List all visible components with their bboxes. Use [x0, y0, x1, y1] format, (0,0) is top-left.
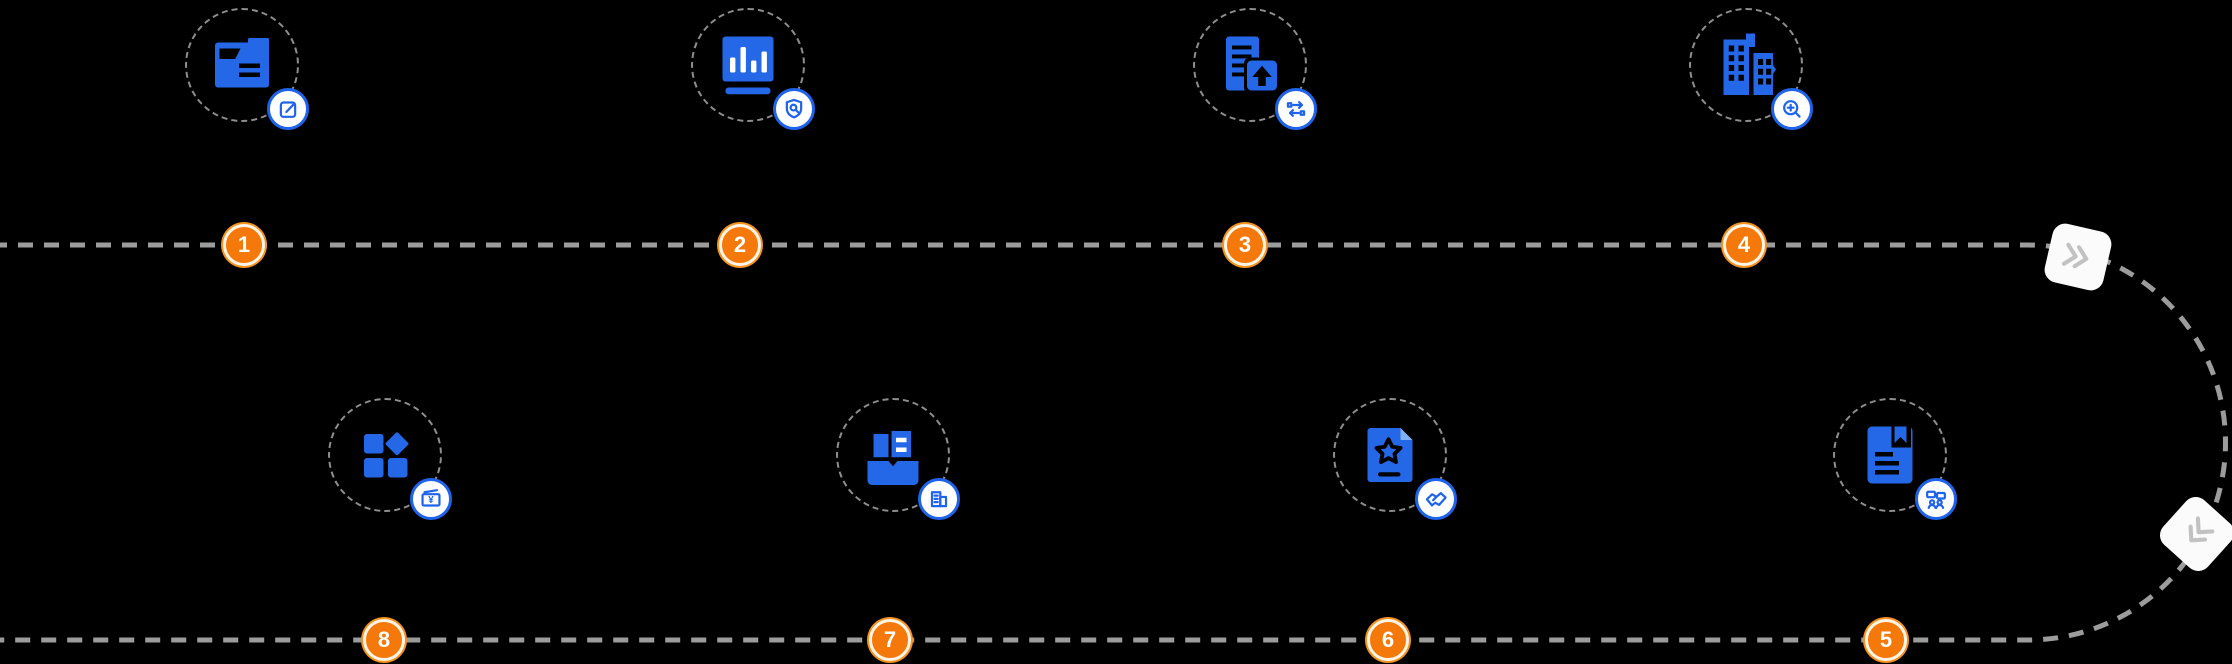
step-number-badge-8: 8: [363, 619, 405, 661]
transfer-arrows-icon: [1286, 101, 1306, 117]
building-icon: [930, 491, 948, 508]
certificate-star-file-icon: [1367, 428, 1413, 482]
dashed-circle: [836, 398, 950, 512]
folder-document-icon: [215, 38, 269, 88]
double-chevron-right-icon: [2061, 242, 2089, 269]
step-number-badge-2: 2: [719, 224, 761, 266]
building-badge: [918, 478, 960, 520]
step-number-badge-6: 6: [1367, 619, 1409, 661]
meeting-badge: [1915, 478, 1957, 520]
banknote-badge: ¥: [410, 478, 452, 520]
shield-search-icon: [785, 98, 803, 119]
dashed-circle: [1333, 398, 1447, 512]
document-upload-icon: [1226, 36, 1280, 94]
forward-chevron-marker: [2042, 221, 2114, 293]
step-number-badge-1: 1: [223, 224, 265, 266]
yen-symbol: ¥: [428, 495, 434, 506]
shield-search-badge: [773, 88, 815, 130]
dashed-circle: [691, 8, 805, 122]
step-number-badge-3: 3: [1224, 224, 1266, 266]
dashed-circle: [1689, 8, 1803, 122]
step-number-badge-7: 7: [869, 619, 911, 661]
double-chevron-down-icon: [2188, 516, 2215, 543]
zoom-in-magnifier-icon: [1783, 100, 1801, 118]
dashed-circle: [1833, 398, 1947, 512]
transfer-badge: [1275, 88, 1317, 130]
meeting-people-icon: [1926, 490, 1946, 509]
dashed-circle: [185, 8, 299, 122]
dashed-circle: [328, 398, 442, 512]
buildings-icon: [1723, 33, 1776, 95]
handshake-icon: [1425, 492, 1447, 507]
app-blocks-icon: [364, 430, 411, 478]
handshake-badge: [1415, 478, 1457, 520]
zoom-in-badge: [1771, 88, 1813, 130]
step-number-badge-4: 4: [1723, 224, 1765, 266]
dashed-circle: [1193, 8, 1307, 122]
step-number-badge-5: 5: [1865, 619, 1907, 661]
notebook-bookmark-icon: [1867, 426, 1913, 484]
document-archive-icon: [866, 428, 920, 485]
edit-badge: [267, 88, 309, 130]
banknote-yen-icon: ¥: [421, 489, 441, 507]
bar-chart-icon: [722, 36, 774, 95]
downward-chevron-marker: [2154, 491, 2232, 577]
edit-icon: [279, 101, 297, 118]
